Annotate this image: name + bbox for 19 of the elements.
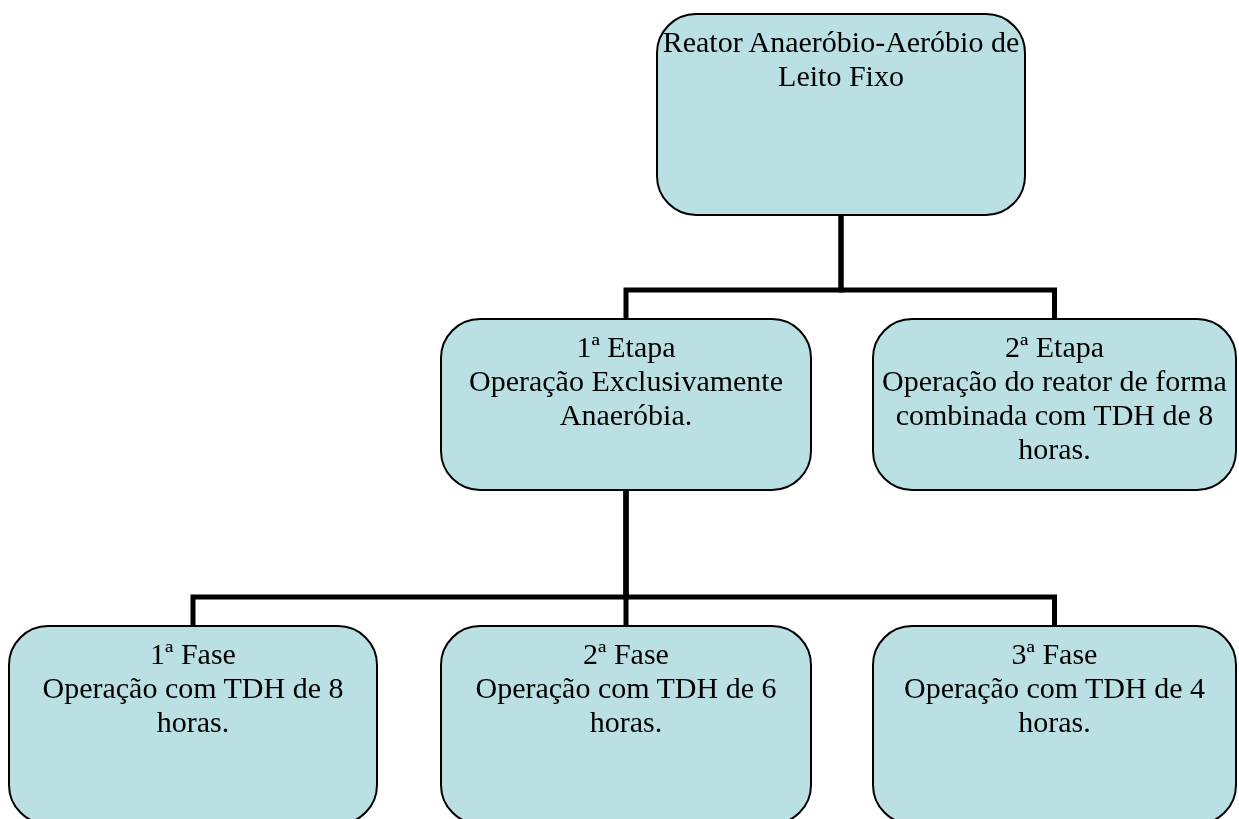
- rounded-box: [872, 318, 1237, 491]
- box-text: Operação com TDH de 6 horas.: [474, 671, 778, 739]
- box-text: Operação com TDH de 8 horas.: [41, 671, 345, 739]
- connector-line: [623, 491, 1057, 625]
- box-text: Operação Exclusivamente Anaeróbia.: [468, 364, 784, 432]
- rounded-box: [440, 318, 812, 491]
- box-text: Operação do reator de forma combinada com TDH de 8 horas.: [881, 364, 1228, 466]
- box-heading: 1ª Fase: [149, 637, 237, 671]
- rounded-box: [440, 625, 812, 819]
- box-text: Operação com TDH de 4 horas.: [903, 671, 1206, 739]
- rounded-box: [872, 625, 1237, 819]
- connector-line: [838, 216, 1057, 318]
- box-heading: 2ª Etapa: [1003, 330, 1106, 364]
- box-heading: 3ª Fase: [1010, 637, 1099, 671]
- rounded-box: [656, 13, 1026, 216]
- rounded-box: [8, 625, 378, 819]
- box-heading: 1ª Etapa: [575, 330, 677, 364]
- box-text: Reator Anaeróbio-Aeróbio de Leito Fixo: [662, 25, 1020, 93]
- box-heading: 2ª Fase: [582, 637, 670, 671]
